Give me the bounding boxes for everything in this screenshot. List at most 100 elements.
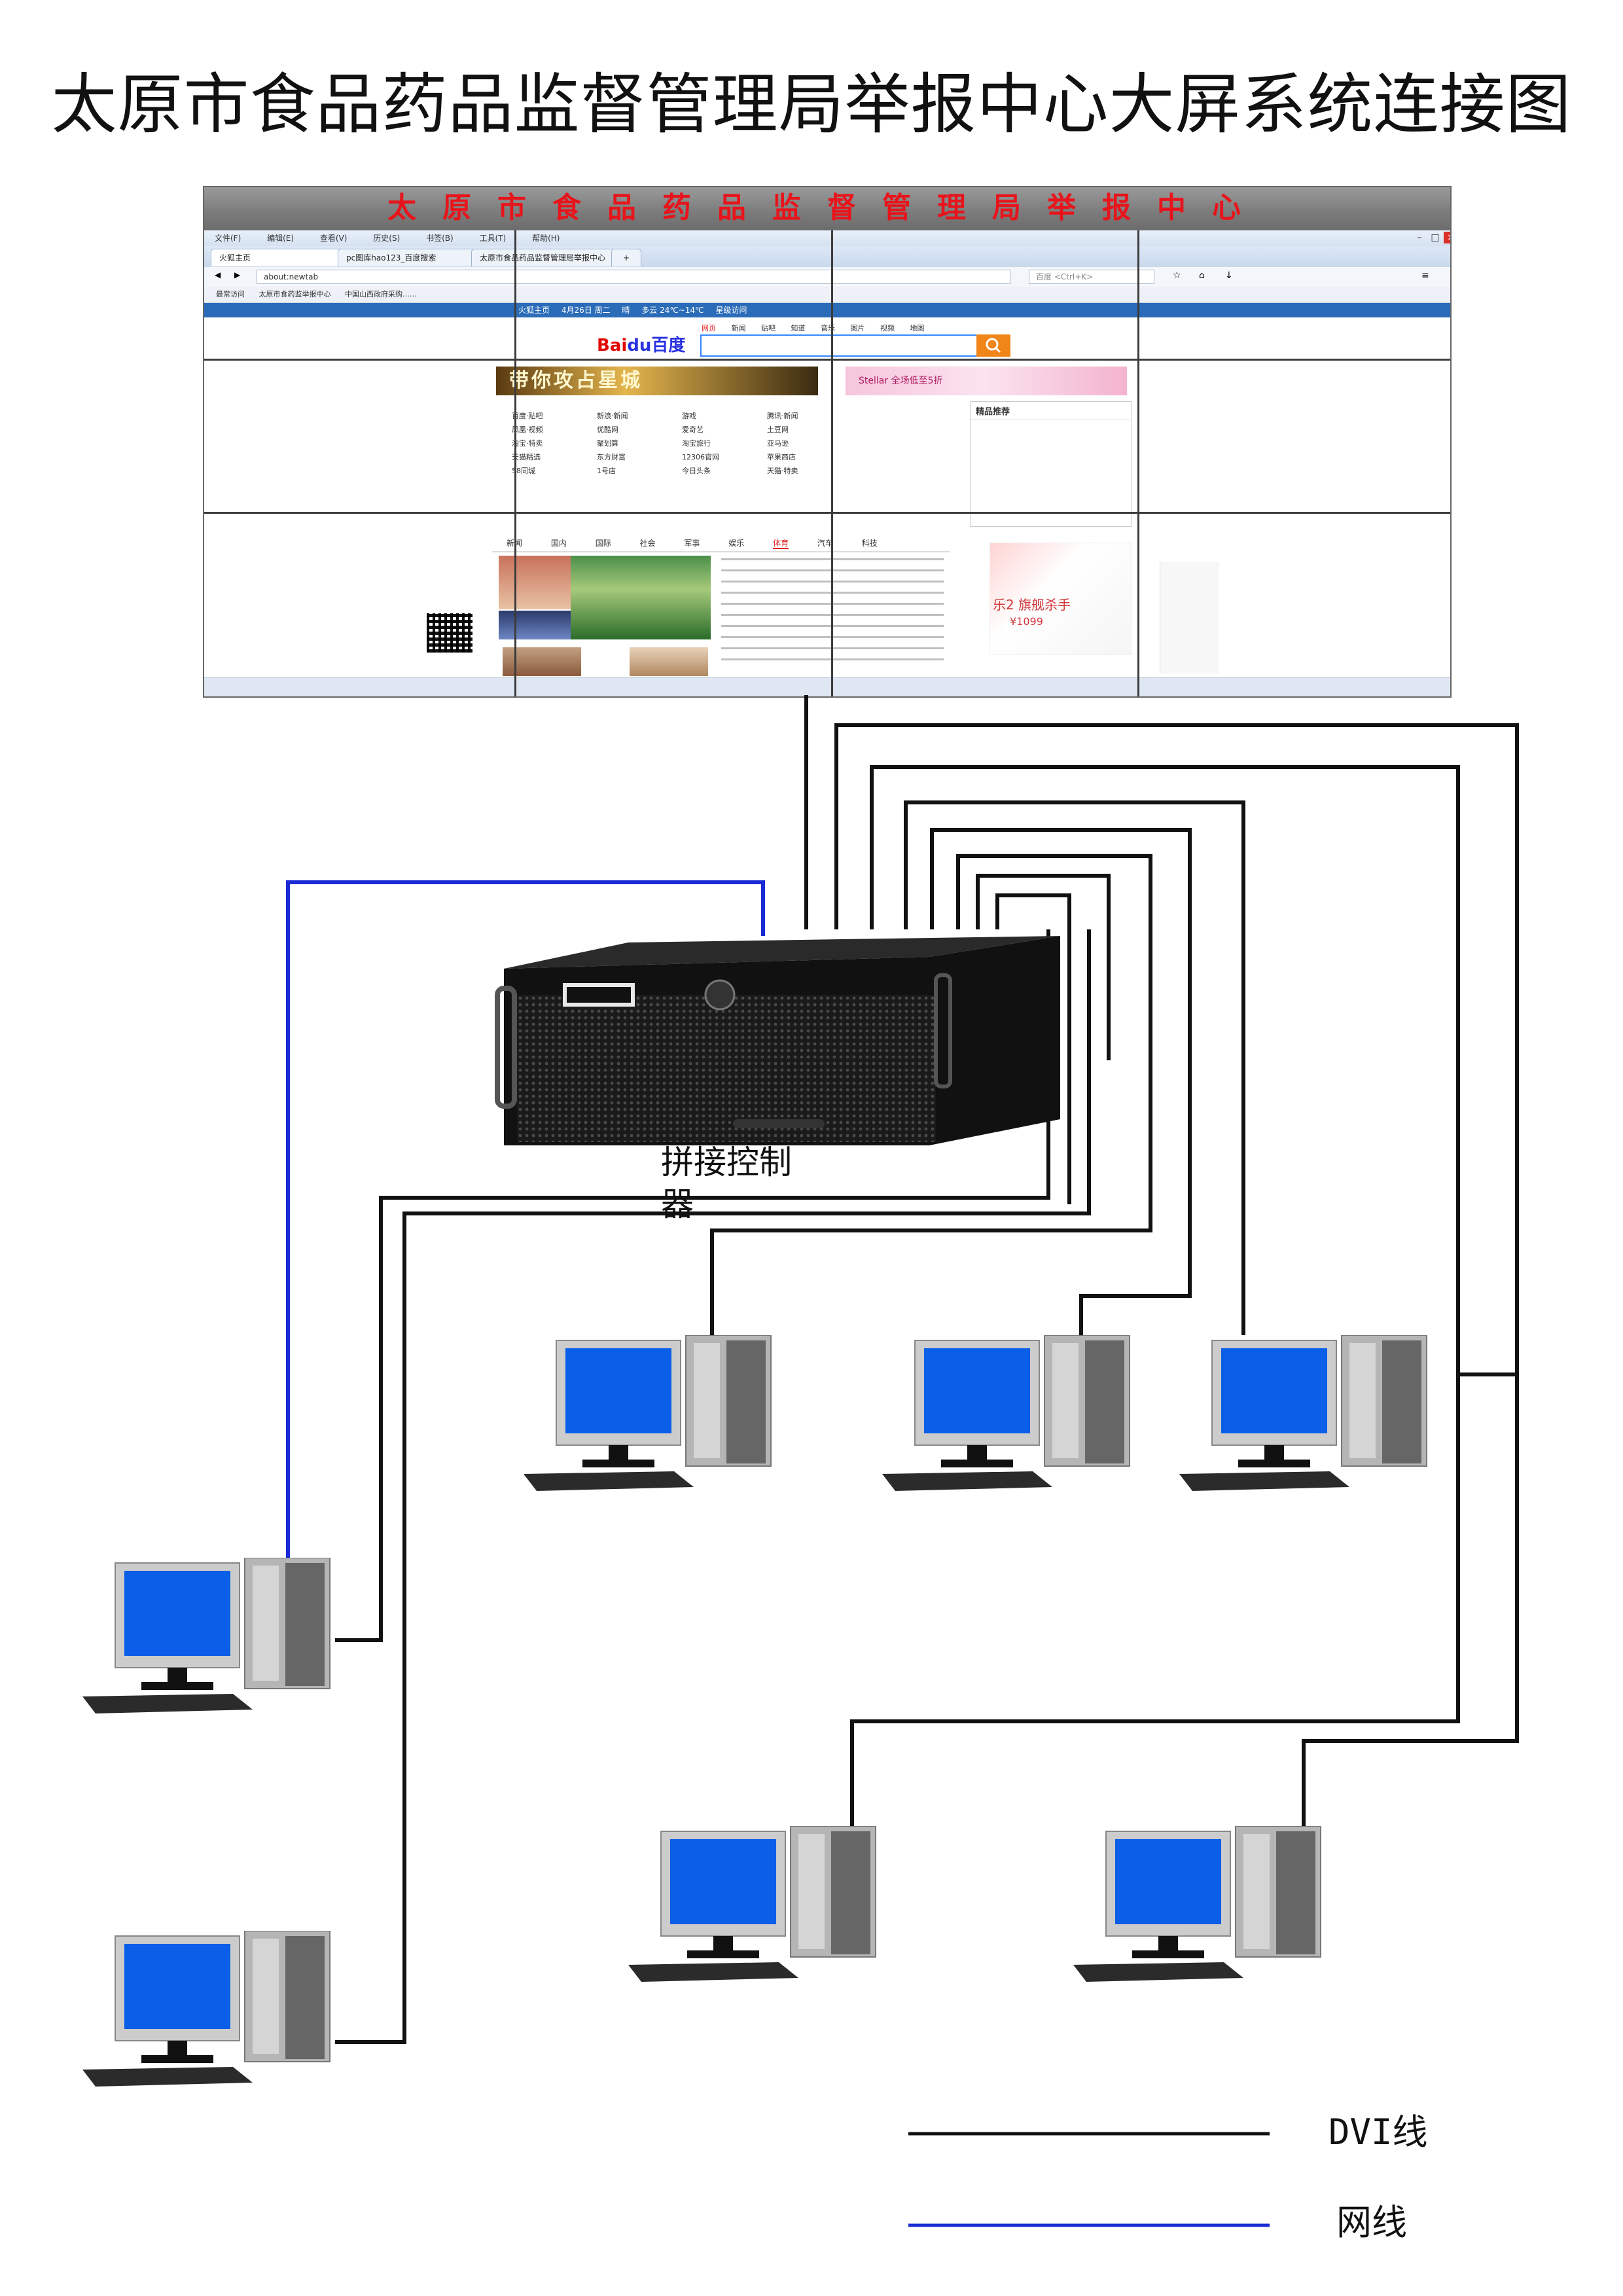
desktop-computer-icon <box>628 1825 876 1982</box>
news-tab[interactable]: 国际 <box>595 539 611 548</box>
menu-view[interactable]: 查看(V) <box>319 234 348 243</box>
link-item[interactable]: 今日头条 <box>682 467 711 475</box>
banner-ad[interactable]: 带你攻占星城 <box>496 367 818 395</box>
bookmark-item[interactable]: 太原市食药监举报中心 <box>259 290 331 298</box>
tab-report-center[interactable]: 太原市食品药品监督管理局举报中心 <box>471 249 619 266</box>
link-item[interactable]: 淘宝旅行 <box>682 439 711 448</box>
link-item[interactable]: 百度·贴吧 <box>512 412 543 420</box>
wall-seam <box>514 230 516 696</box>
link-item[interactable]: 淘宝·特卖 <box>512 439 543 448</box>
link-item[interactable]: 天猫精选 <box>512 453 541 461</box>
dvi-cable <box>976 874 1111 1060</box>
baidu-tab[interactable]: 新闻 <box>731 324 746 332</box>
news-image[interactable] <box>499 556 571 609</box>
news-tab[interactable]: 社会 <box>639 539 656 548</box>
link-item[interactable]: 亚马逊 <box>767 439 789 448</box>
news-tab[interactable]: 娱乐 <box>728 539 745 548</box>
site-weather: 晴 <box>622 306 630 315</box>
dvi-cable <box>995 893 1071 1204</box>
baidu-tab[interactable]: 知道 <box>791 324 806 332</box>
new-tab-icon[interactable]: + <box>611 249 641 266</box>
news-image[interactable] <box>630 647 708 676</box>
phone-ad[interactable]: 乐2 旗舰杀手 ¥1099 <box>990 543 1132 655</box>
legend-network-label: 网线 <box>1336 2202 1407 2243</box>
link-item[interactable]: 凤凰·视频 <box>512 425 543 434</box>
menu-help[interactable]: 帮助(H) <box>532 234 560 243</box>
menu-history[interactable]: 历史(S) <box>373 234 401 243</box>
bookmarks-bar: 最常访问 太原市食药监举报中心 中国山西政府采购…… <box>204 287 1450 303</box>
link-item[interactable]: 58同城 <box>512 467 535 475</box>
news-tab[interactable]: 科技 <box>861 539 878 548</box>
bookmark-star-icon[interactable]: ☆ <box>1173 270 1181 281</box>
link-item[interactable]: 土豆网 <box>767 425 789 434</box>
link-item[interactable]: 聚划算 <box>597 439 618 448</box>
workstation <box>63 1557 338 1715</box>
menu-icon[interactable]: ≡ <box>1421 270 1429 281</box>
dvi-cable <box>1458 903 1519 1376</box>
link-item[interactable]: 爱奇艺 <box>682 425 704 434</box>
baidu-tab[interactable]: 图片 <box>850 324 865 332</box>
home-icon[interactable]: ⌂ <box>1199 270 1205 281</box>
news-tab[interactable]: 汽车 <box>817 539 833 548</box>
link-item[interactable]: 苹果商店 <box>767 453 796 461</box>
wall-banner-text: 太原市食品药品监督管理局举报中心 <box>387 191 1267 224</box>
site-visit[interactable]: 星级访问 <box>715 306 747 315</box>
workstation <box>504 1335 779 1492</box>
splicing-controller <box>458 897 1060 1158</box>
links-column: 游戏 爱奇艺 淘宝旅行 12306官网 今日头条 <box>682 409 719 478</box>
tab-firefox-home[interactable]: 火狐主页 <box>211 249 346 266</box>
news-tab[interactable]: 军事 <box>684 539 700 548</box>
baidu-logo: Baidu百度 <box>597 332 685 356</box>
menu-tools[interactable]: 工具(T) <box>479 234 507 243</box>
wall-banner: 太原市食品药品监督管理局举报中心 <box>204 187 1450 230</box>
baidu-tab[interactable]: 地图 <box>910 324 925 332</box>
dvi-cable <box>904 800 1245 956</box>
site-date: 4月26日 周二 <box>561 306 611 315</box>
link-item[interactable]: 12306官网 <box>682 453 719 461</box>
menu-edit[interactable]: 编辑(E) <box>267 234 294 243</box>
link-item[interactable]: 腾讯·新闻 <box>767 412 798 420</box>
dvi-cable <box>710 854 1152 1335</box>
baidu-logo-text-b: du百度 <box>627 336 686 355</box>
workstation <box>63 1930 338 2088</box>
baidu-tab[interactable]: 贴吧 <box>761 324 776 332</box>
bookmark-item[interactable]: 中国山西政府采购…… <box>345 290 417 298</box>
news-tab-active[interactable]: 体育 <box>773 539 789 549</box>
link-item[interactable]: 游戏 <box>682 412 696 420</box>
download-icon[interactable]: ↓ <box>1225 270 1233 281</box>
news-tab[interactable]: 国内 <box>550 539 567 548</box>
link-item[interactable]: 优酷网 <box>597 425 618 434</box>
news-image[interactable] <box>499 611 571 639</box>
link-item[interactable]: 天猫·特卖 <box>767 467 798 475</box>
news-image-football[interactable] <box>571 556 711 639</box>
menu-file[interactable]: 文件(F) <box>215 234 241 243</box>
baidu-search-input[interactable] <box>700 334 978 357</box>
maximize-icon[interactable]: □ <box>1431 232 1440 243</box>
baidu-tab[interactable]: 视频 <box>880 324 895 332</box>
menu-bookmarks[interactable]: 书签(B) <box>426 234 454 243</box>
baidu-search-button[interactable] <box>976 334 1010 357</box>
close-icon[interactable]: × <box>1444 232 1450 243</box>
browser-menubar: 文件(F) 编辑(E) 查看(V) 历史(S) 书签(B) 工具(T) 帮助(H… <box>204 230 1450 246</box>
browser-search-input[interactable]: 百度 <Ctrl+K> <box>1029 270 1154 284</box>
bookmark-item[interactable]: 最常访问 <box>216 290 245 298</box>
link-item[interactable]: 1号店 <box>597 467 616 475</box>
dvi-cable <box>335 929 1091 2044</box>
controller-label: 拼接控制器 <box>661 1143 792 1223</box>
forward-icon[interactable]: ▶ <box>234 270 241 279</box>
link-item[interactable]: 新浪·新闻 <box>597 412 628 420</box>
dvi-cable <box>1302 1374 1519 1852</box>
url-input[interactable]: about:newtab <box>257 270 1010 284</box>
page-title: 太原市食品药品监督管理局举报中心大屏系统连接图 <box>51 66 1572 143</box>
link-item[interactable]: 东方财富 <box>597 453 626 461</box>
back-icon[interactable]: ◀ <box>215 270 221 279</box>
desktop-computer-icon <box>524 1335 772 1491</box>
baidu-tab[interactable]: 网页 <box>702 324 716 332</box>
banner-ad-2[interactable]: Stellar 全场低至5折 <box>846 367 1127 395</box>
minimize-icon[interactable]: – <box>1417 232 1422 243</box>
hot-panel: 精品推荐 <box>970 401 1132 527</box>
site-name[interactable]: 火狐主页 <box>518 306 550 315</box>
tab-baidu-search[interactable]: pc图库hao123_百度搜索 <box>338 249 479 266</box>
links-column: 新浪·新闻 优酷网 聚划算 东方财富 1号店 <box>597 409 628 478</box>
